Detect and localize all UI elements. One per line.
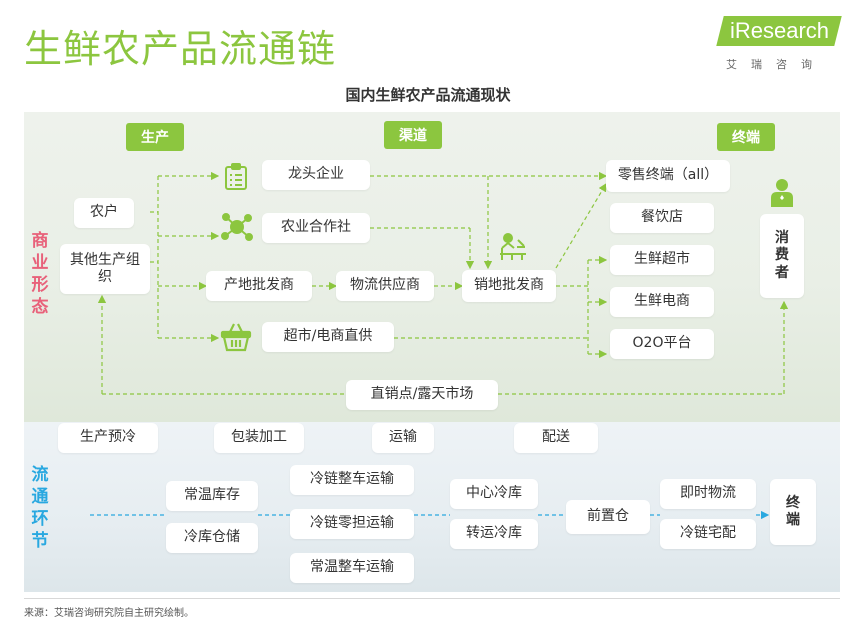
node-o2o: O2O平台: [610, 329, 714, 359]
node-restaurant: 餐饮店: [610, 203, 714, 233]
node-terminal: 终端: [770, 479, 816, 545]
logo-subtitle: 艾瑞咨询: [726, 58, 826, 71]
node-direct-market: 直销点/露天市场: [346, 380, 498, 410]
logo-text: iResearch: [730, 18, 830, 43]
source-note: 来源：艾瑞咨询研究院自主研究绘制。: [24, 608, 194, 619]
node-packaging: 包装加工: [214, 423, 304, 453]
node-fresh-supermarket: 生鲜超市: [610, 245, 714, 275]
column-header-channel: 渠道: [384, 121, 442, 149]
node-ambient-storage: 常温库存: [166, 481, 258, 511]
node-origin-wholesaler: 产地批发商: [206, 271, 312, 301]
person-icon: [769, 178, 795, 212]
footer-divider: [24, 598, 840, 599]
shopping-basket-icon: [220, 322, 252, 356]
node-cold-ftl: 冷链整车运输: [290, 465, 414, 495]
node-ambient-ftl: 常温整车运输: [290, 553, 414, 583]
node-other-producers: 其他生产组织: [60, 244, 150, 294]
wholesaler-desk-icon: [498, 232, 528, 266]
column-header-production: 生产: [126, 123, 184, 151]
node-farmer: 农户: [74, 198, 134, 228]
node-delivery: 配送: [514, 423, 598, 453]
network-icon: [221, 212, 253, 246]
node-cooperative: 农业合作社: [262, 213, 370, 243]
iresearch-logo: iResearch 艾瑞咨询: [716, 14, 842, 76]
node-cold-storage: 冷库仓储: [166, 523, 258, 553]
clipboard-icon: [224, 163, 248, 195]
node-cold-home-delivery: 冷链宅配: [660, 519, 756, 549]
diagram-subtitle: 国内生鲜农产品流通现状: [345, 86, 511, 104]
node-transit-cold: 转运冷库: [450, 519, 538, 549]
page-title: 生鲜农产品流通链: [24, 27, 337, 71]
node-retail-all: 零售终端（all）: [606, 160, 730, 192]
node-leading-enterprise: 龙头企业: [262, 160, 370, 190]
node-precooling: 生产预冷: [58, 423, 158, 453]
node-instant-logistics: 即时物流: [660, 479, 756, 509]
node-destination-wholesaler: 销地批发商: [462, 270, 556, 302]
node-cold-ltl: 冷链零担运输: [290, 509, 414, 539]
column-header-terminal: 终端: [717, 123, 775, 151]
node-fresh-ecommerce: 生鲜电商: [610, 287, 714, 317]
node-transport: 运输: [372, 423, 434, 453]
node-supermarket-direct: 超市/电商直供: [262, 322, 394, 352]
node-logistics-supplier: 物流供应商: [336, 271, 434, 301]
node-central-cold: 中心冷库: [450, 479, 538, 509]
logistics-section-label: 流通环节: [31, 465, 49, 551]
node-consumer: 消费者: [760, 214, 804, 298]
node-front-warehouse: 前置仓: [566, 500, 650, 534]
commerce-section-label: 商业形态: [31, 231, 49, 317]
